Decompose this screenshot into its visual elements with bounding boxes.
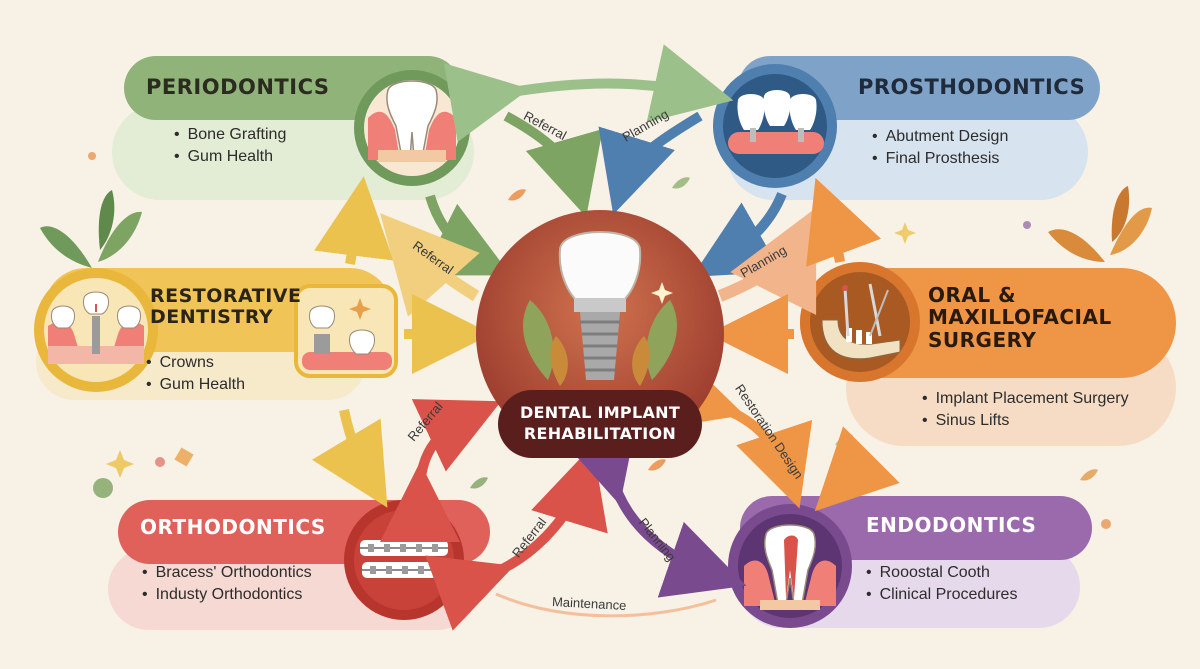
- arrow-restorative-perio: [314, 176, 394, 265]
- orthodontics-list: Bracess' Orthodontics Industy Orthodonti…: [142, 562, 312, 606]
- arrow-perio-center: [503, 111, 603, 217]
- arrow-restorative-ortho: [311, 409, 388, 508]
- oral-surgery-title-line2: MAXILLOFACIAL: [928, 305, 1112, 330]
- center-title-line2: REHABILITATION: [523, 424, 677, 443]
- oral-surgery-title-line1: ORAL &: [928, 283, 1017, 307]
- periodontics-title: PERIODONTICS: [146, 75, 330, 99]
- arrow-oral-prostho: [806, 177, 882, 267]
- oral-surgery-title: ORAL & MAXILLOFACIAL SURGERY: [928, 283, 1112, 352]
- list-item: Crowns: [146, 352, 245, 374]
- arrow-center-endo: [656, 352, 813, 509]
- list-item: Abutment Design: [872, 126, 1009, 148]
- restorative-title-line1: RESTORATIVE: [150, 285, 302, 307]
- endodontics-list: Rooostal Cooth Clinical Procedures: [866, 562, 1018, 606]
- list-item: Bone Grafting: [174, 124, 287, 146]
- root-canal-icon: [744, 524, 836, 610]
- list-item: Gum Health: [146, 374, 245, 396]
- node-restorative: [34, 268, 398, 400]
- periodontics-list: Bone Grafting Gum Health: [174, 124, 287, 168]
- list-item: Gum Health: [174, 146, 286, 168]
- arrow-bottom-planning: [560, 417, 747, 598]
- list-item: Implant Placement Surgery: [922, 388, 1129, 410]
- oral-surgery-list: Implant Placement Surgery Sinus Lifts: [922, 388, 1129, 432]
- arrow-oral-endo: [814, 426, 900, 512]
- connector-arrows: [311, 44, 900, 631]
- crown-implant-icon: [48, 291, 144, 364]
- list-item: Clinical Procedures: [866, 584, 1018, 606]
- list-item: Sinus Lifts: [922, 410, 1129, 432]
- list-item: Rooostal Cooth: [866, 562, 1017, 584]
- crown-abutment-icon: [302, 298, 392, 370]
- orthodontics-title: ORTHODONTICS: [140, 515, 326, 539]
- dental-implant-icon: [558, 231, 673, 380]
- arrow-perio-prostho: [443, 44, 734, 143]
- oral-surgery-title-line3: SURGERY: [928, 327, 1037, 352]
- jaw-surgery-icon: [821, 283, 901, 360]
- endodontics-title: ENDODONTICS: [866, 513, 1037, 537]
- list-item: Final Prosthesis: [872, 148, 1008, 170]
- prosthodontics-list: Abutment Design Final Prosthesis: [872, 126, 1009, 170]
- arrow-center-oral: [717, 207, 817, 316]
- bridge-teeth-icon: [728, 90, 824, 154]
- restorative-list: Crowns Gum Health: [146, 352, 245, 396]
- prosthodontics-title: PROSTHODONTICS: [858, 75, 1086, 99]
- arrow-prostho-center: [598, 111, 703, 215]
- arrow-maintenance: [495, 592, 717, 618]
- list-item: Industy Orthodontics: [142, 584, 312, 606]
- list-item: Bracess' Orthodontics: [142, 562, 312, 584]
- arrow-ortho-center: [379, 399, 502, 543]
- arrow-center-restorative: [380, 213, 480, 317]
- restorative-title-line2: DENTISTRY: [150, 306, 274, 329]
- center-title-line1: DENTAL IMPLANT: [519, 403, 681, 422]
- restorative-title: RESTORATIVE DENTISTRY: [150, 285, 302, 329]
- center-title: DENTAL IMPLANT REHABILITATION: [498, 390, 702, 458]
- center-leaves: [523, 300, 677, 386]
